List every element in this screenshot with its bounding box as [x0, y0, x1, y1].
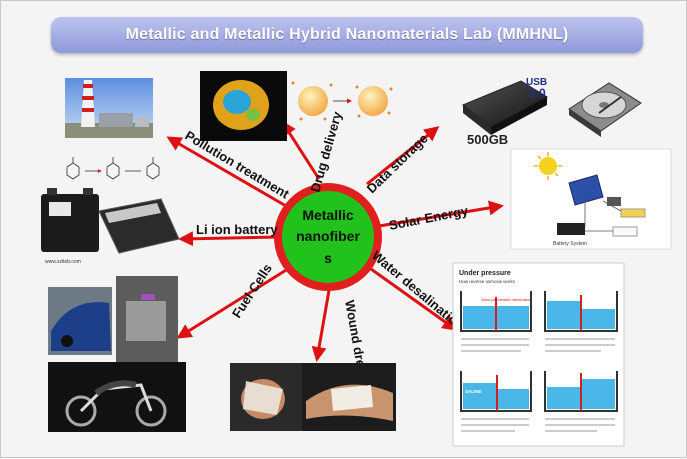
title-banner: Metallic and Metallic Hybrid Nanomateria…	[51, 17, 643, 53]
arrow-wound	[311, 278, 333, 362]
arrow-drug	[281, 120, 321, 180]
arrow-data	[366, 126, 440, 186]
battery-url: www.sziteb.com	[45, 259, 81, 265]
chemical-scheme	[66, 157, 160, 180]
central-hub: Metallic nanofiber s	[274, 183, 382, 291]
solar-caption: Battery System	[553, 241, 587, 247]
branch-arrows	[166, 120, 504, 362]
wound-dressing-photos	[230, 363, 396, 431]
label-li-ion-battery: Li ion battery	[196, 222, 278, 237]
arrow-solar	[378, 200, 504, 228]
hub-label-line1: Metallic	[302, 207, 354, 223]
label-drug-delivery: Drug delivery	[307, 109, 345, 194]
desal-subheading: How reverse osmosis works	[459, 279, 516, 284]
desalination-infographic: Under pressure How reverse osmosis works…	[452, 262, 625, 447]
usb-logo-text: USB	[526, 77, 547, 88]
fuel-cell-photos	[48, 276, 186, 432]
desal-heading: Under pressure	[459, 270, 511, 277]
hub-label-line3: s	[324, 250, 332, 266]
solar-system-image: Battery System	[510, 148, 672, 250]
label-solar-energy: Solar Energy	[388, 203, 470, 233]
hub-label-line2: nanofiber	[296, 228, 360, 244]
desal-membrane-label: Semi-permeable membrane	[481, 297, 531, 302]
capacity-text: 500GB	[467, 132, 508, 147]
desal-saline-label: SALINE	[465, 389, 482, 394]
arrow-fuel	[176, 265, 292, 339]
label-data-storage: Data storage	[364, 131, 431, 196]
battery-image: www.sziteb.com	[41, 188, 180, 265]
arrow-liion	[178, 231, 280, 247]
usb-version-text: 2.0	[529, 86, 546, 100]
page-title: Metallic and Metallic Hybrid Nanomateria…	[125, 26, 569, 43]
power-plant-photo	[65, 78, 153, 138]
label-fuel-cells: Fuel Cells	[229, 261, 275, 321]
drug-delivery-image	[200, 71, 393, 141]
arrow-pollution	[166, 136, 287, 208]
data-storage-image: USB 2.0 500GB	[462, 77, 642, 147]
arrow-water	[370, 267, 458, 331]
